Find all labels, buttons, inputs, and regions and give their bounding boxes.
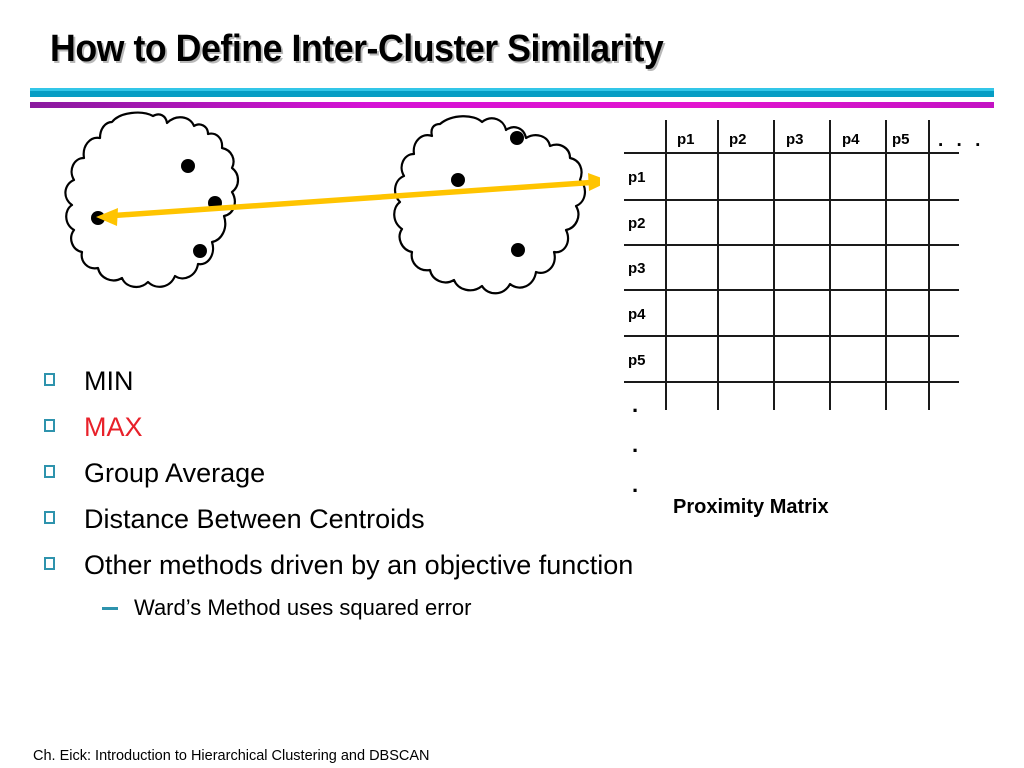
matrix-col-header: p3 <box>786 131 804 148</box>
cluster-left-point <box>91 211 105 225</box>
cluster-left-outline <box>64 111 240 288</box>
divider-bar-magenta <box>30 102 994 108</box>
list-item-max[interactable]: MAX <box>44 410 684 444</box>
list-item-label: Distance Between Centroids <box>84 504 425 534</box>
matrix-row-header: p2 <box>628 215 646 232</box>
bullet-square-icon <box>44 410 84 432</box>
slide-footer: Ch. Eick: Introduction to Hierarchical C… <box>33 748 430 764</box>
matrix-col-header: p2 <box>729 131 747 148</box>
title-divider <box>30 88 994 108</box>
matrix-row-header: p4 <box>628 306 646 323</box>
list-item-other-methods[interactable]: Other methods driven by an objective fun… <box>44 548 684 582</box>
cluster-right-point <box>451 173 465 187</box>
matrix-row-header: p5 <box>628 352 646 369</box>
methods-list: MIN MAX Group Average Distance Between C… <box>44 364 684 622</box>
cluster-right-outline <box>393 115 586 295</box>
sub-list-item-label: Ward’s Method uses squared error <box>134 595 472 620</box>
cluster-right-point <box>511 243 525 257</box>
max-distance-arrow <box>96 173 600 226</box>
cluster-left-point <box>193 244 207 258</box>
list-item-group-average[interactable]: Group Average <box>44 456 684 490</box>
matrix-col-ellipsis: . . . <box>938 130 984 151</box>
sub-list-item-wards-method[interactable]: Ward’s Method uses squared error <box>102 594 684 622</box>
divider-bar-cyan-light <box>30 88 994 91</box>
cluster-left-point <box>181 159 195 173</box>
list-item-label: Other methods driven by an objective fun… <box>84 550 634 580</box>
proximity-matrix-table: p1 p2 p3 p4 p5 . . . p1 p2 p3 p4 p5 . . … <box>614 120 1014 530</box>
proximity-matrix-caption: Proximity Matrix <box>673 496 829 518</box>
bullet-square-icon <box>44 548 84 570</box>
bullet-square-icon <box>44 456 84 478</box>
list-item-distance-between-centroids[interactable]: Distance Between Centroids <box>44 502 684 536</box>
cluster-right-point <box>510 131 524 145</box>
bullet-square-icon <box>44 502 84 524</box>
list-item-label: Group Average <box>84 458 266 488</box>
matrix-row-header: p3 <box>628 260 646 277</box>
matrix-col-header: p1 <box>677 131 695 148</box>
list-item-label: MIN <box>84 366 134 396</box>
matrix-row-ellipsis: . <box>632 432 638 457</box>
matrix-col-header: p4 <box>842 131 860 148</box>
matrix-row-header: p1 <box>628 169 646 186</box>
cluster-diagram <box>60 110 600 300</box>
bullet-square-icon <box>44 364 84 386</box>
page-title: How to Define Inter-Cluster Similarity <box>50 28 664 70</box>
list-item-label: MAX <box>84 412 143 442</box>
list-item-min[interactable]: MIN <box>44 364 684 398</box>
matrix-col-header: p5 <box>892 131 910 148</box>
divider-bar-cyan-dark <box>30 91 994 97</box>
matrix-row-ellipsis: . <box>632 392 638 417</box>
dash-icon <box>102 594 134 610</box>
matrix-row-ellipsis: . <box>632 472 638 497</box>
